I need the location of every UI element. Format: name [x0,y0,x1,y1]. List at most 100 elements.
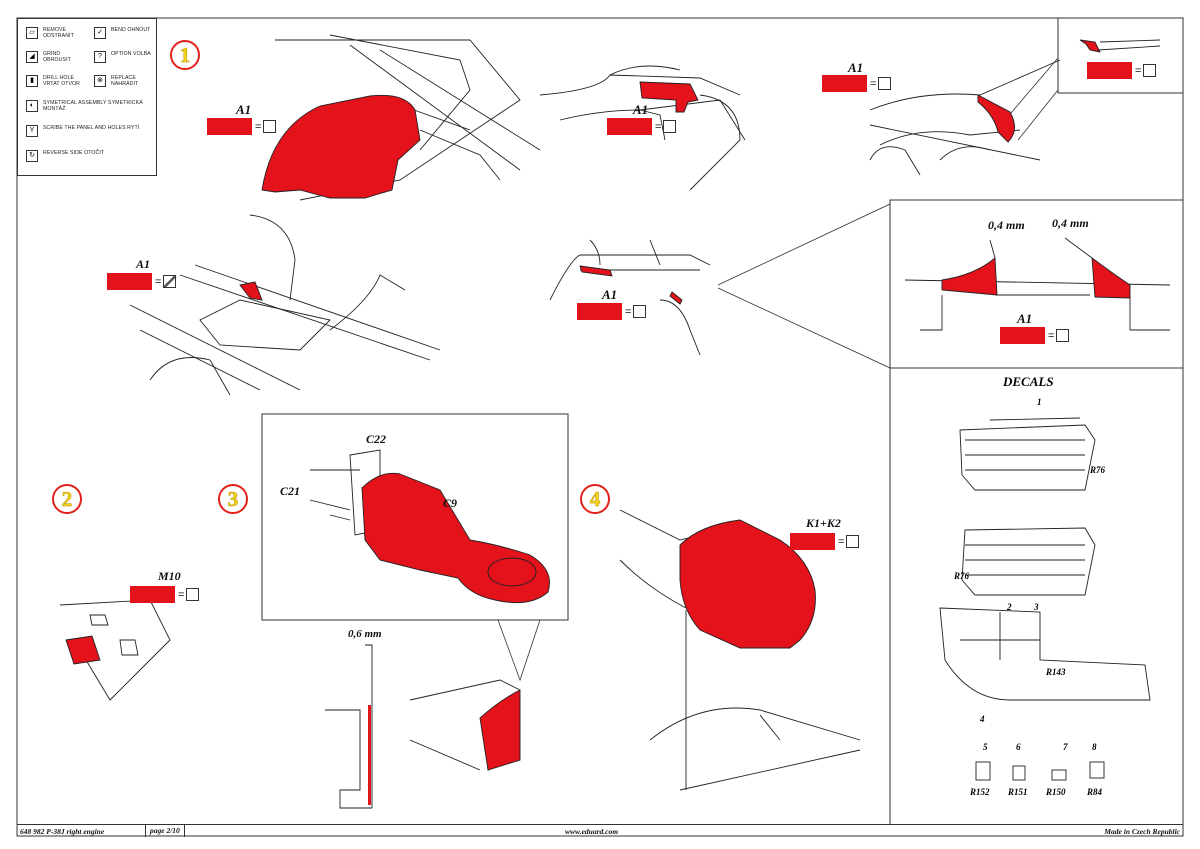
reverse-side-icon: ↻ [26,150,38,162]
legend-item-drill: ▮ DRILL HOLE VRTAT OTVOR [26,75,87,87]
decal-number-6: 6 [1016,742,1021,752]
replace-icon: ⊗ [94,75,106,87]
step2-m10-part [65,635,101,665]
a1-remove-note-2: = [652,120,677,133]
grind-icon: ◢ [26,51,38,63]
decal-engine-top [959,417,1096,491]
remove-icon [1056,329,1070,342]
label-a1-detail: A1 [1017,311,1033,326]
step1-middle-drawing [549,239,711,356]
a1-remove-note-4: = [622,305,647,318]
decals-title: DECALS [1003,374,1054,389]
legend-item-bend: ✓ BEND OHNOUT [94,27,151,39]
footer-page-number: page 2/10 [145,825,185,837]
legend-item-grind: ◢ GRIND OBROUSIT [26,51,87,63]
legend-item-remove: ▱ REMOVE ODSTRANIT [26,27,87,39]
inset-part-top-right [1079,39,1101,53]
scribe-icon: Y [26,125,38,137]
footer-url[interactable]: www.eduard.com [565,827,619,836]
step1-top-right-drawing [869,59,1061,176]
step3-bottom-red-part [479,689,521,771]
option-icon: ? [94,51,106,63]
remove-icon [263,120,277,133]
k1k2-remove-note: = [835,535,860,548]
a1-remove-note-3: = [867,77,892,90]
step1-a1-grind-part [239,281,263,301]
color-swatch-a1-1 [207,118,252,135]
color-swatch-inset [1087,62,1132,79]
color-swatch-a1-6 [1000,327,1045,344]
decal-code-r151: R151 [1008,787,1028,797]
inset-remove-note: = [1132,64,1157,77]
color-swatch-a1-2 [107,273,152,290]
legend-item-option: ? OPTION VOLBA [94,51,151,63]
decal-code-r150: R150 [1046,787,1066,797]
color-swatch-a1-5 [577,303,622,320]
decal-small-parts [975,761,1105,781]
label-a1-top-middle: A1 [633,102,649,117]
remove-icon [633,305,647,318]
drill-hole-icon: ▮ [26,75,38,87]
decal-number-2: 2 [1007,602,1012,612]
step1-top-right-part [977,94,1015,143]
label-thickness-04-left: 0,4 mm [988,218,1025,232]
decal-number-1: 1 [1037,397,1042,407]
label-a1-middle: A1 [602,287,618,302]
color-swatch-a1-4 [822,75,867,92]
decal-code-r76-top: R76 [1090,465,1106,475]
legend-item-replace: ⊗ REPLACE NAHRADIT [94,75,151,87]
decal-engine-side [961,527,1096,596]
decal-code-r76-side: R76 [954,571,970,581]
remove-icon [878,77,892,90]
step3-bottom-drawing [325,644,521,809]
a1-remove-note-5: = [1045,329,1070,342]
legend-box: ▱ REMOVE ODSTRANIT ✓ BEND OHNOUT ◢ GRIND… [17,18,157,176]
legend-item-reverse: ↻ REVERSE SIDE OTOČIT [26,150,151,162]
detail-a1-left [941,257,998,296]
remove-icon [846,535,860,548]
step-4-marker: 4 [580,484,610,514]
detail-a1-right [1091,257,1131,299]
decal-code-r152: R152 [970,787,990,797]
decal-number-4: 4 [980,714,985,724]
step1-top-middle-drawing [539,65,746,191]
step1-top-middle-part [639,81,699,113]
label-a1-step1-lower: A1 [136,257,151,271]
decal-nacelle [939,607,1151,701]
remove-icon [663,120,677,133]
decal-code-r143: R143 [1046,667,1066,677]
step1-middle-part-left [579,265,613,277]
remove-icon: ▱ [26,27,38,39]
step-2-marker: 2 [52,484,82,514]
decal-number-8: 8 [1092,742,1097,752]
step3-thickness-strip [368,705,371,805]
label-c22: C22 [366,432,387,446]
decal-number-5: 5 [983,742,988,752]
footer-bar: 648 982 P-38J right engine page 2/10 www… [17,824,1183,837]
step4-k1k2-part [679,519,816,649]
step-3-marker: 3 [218,484,248,514]
decal-number-7: 7 [1063,742,1068,752]
footer-made-in: Made in Czech Republic [1104,827,1180,836]
color-swatch-a1-3 [607,118,652,135]
label-k1k2: K1+K2 [806,516,841,530]
label-thickness-06: 0,6 mm [348,628,382,640]
color-swatch-m10 [130,586,175,603]
remove-icon [1143,64,1157,77]
label-m10: M10 [158,569,181,583]
symmetrical-assembly-icon: ◐ [26,100,38,112]
legend-item-scribe: Y SCRIBE THE PANEL AND HOLES RYTÍ [26,125,151,137]
step1-lower-drawing [129,214,441,396]
m10-remove-note: = [175,588,200,601]
color-swatch-k1k2 [790,533,835,550]
label-thickness-04-right: 0,4 mm [1052,216,1089,230]
step1-middle-part-right [669,291,683,305]
step-1-marker: 1 [170,40,200,70]
bend-icon: ✓ [94,27,106,39]
a1-remove-note-1: = [252,120,277,133]
decal-number-3: 3 [1034,602,1039,612]
a1-grind-note: = [152,275,177,288]
remove-icon [186,588,200,601]
